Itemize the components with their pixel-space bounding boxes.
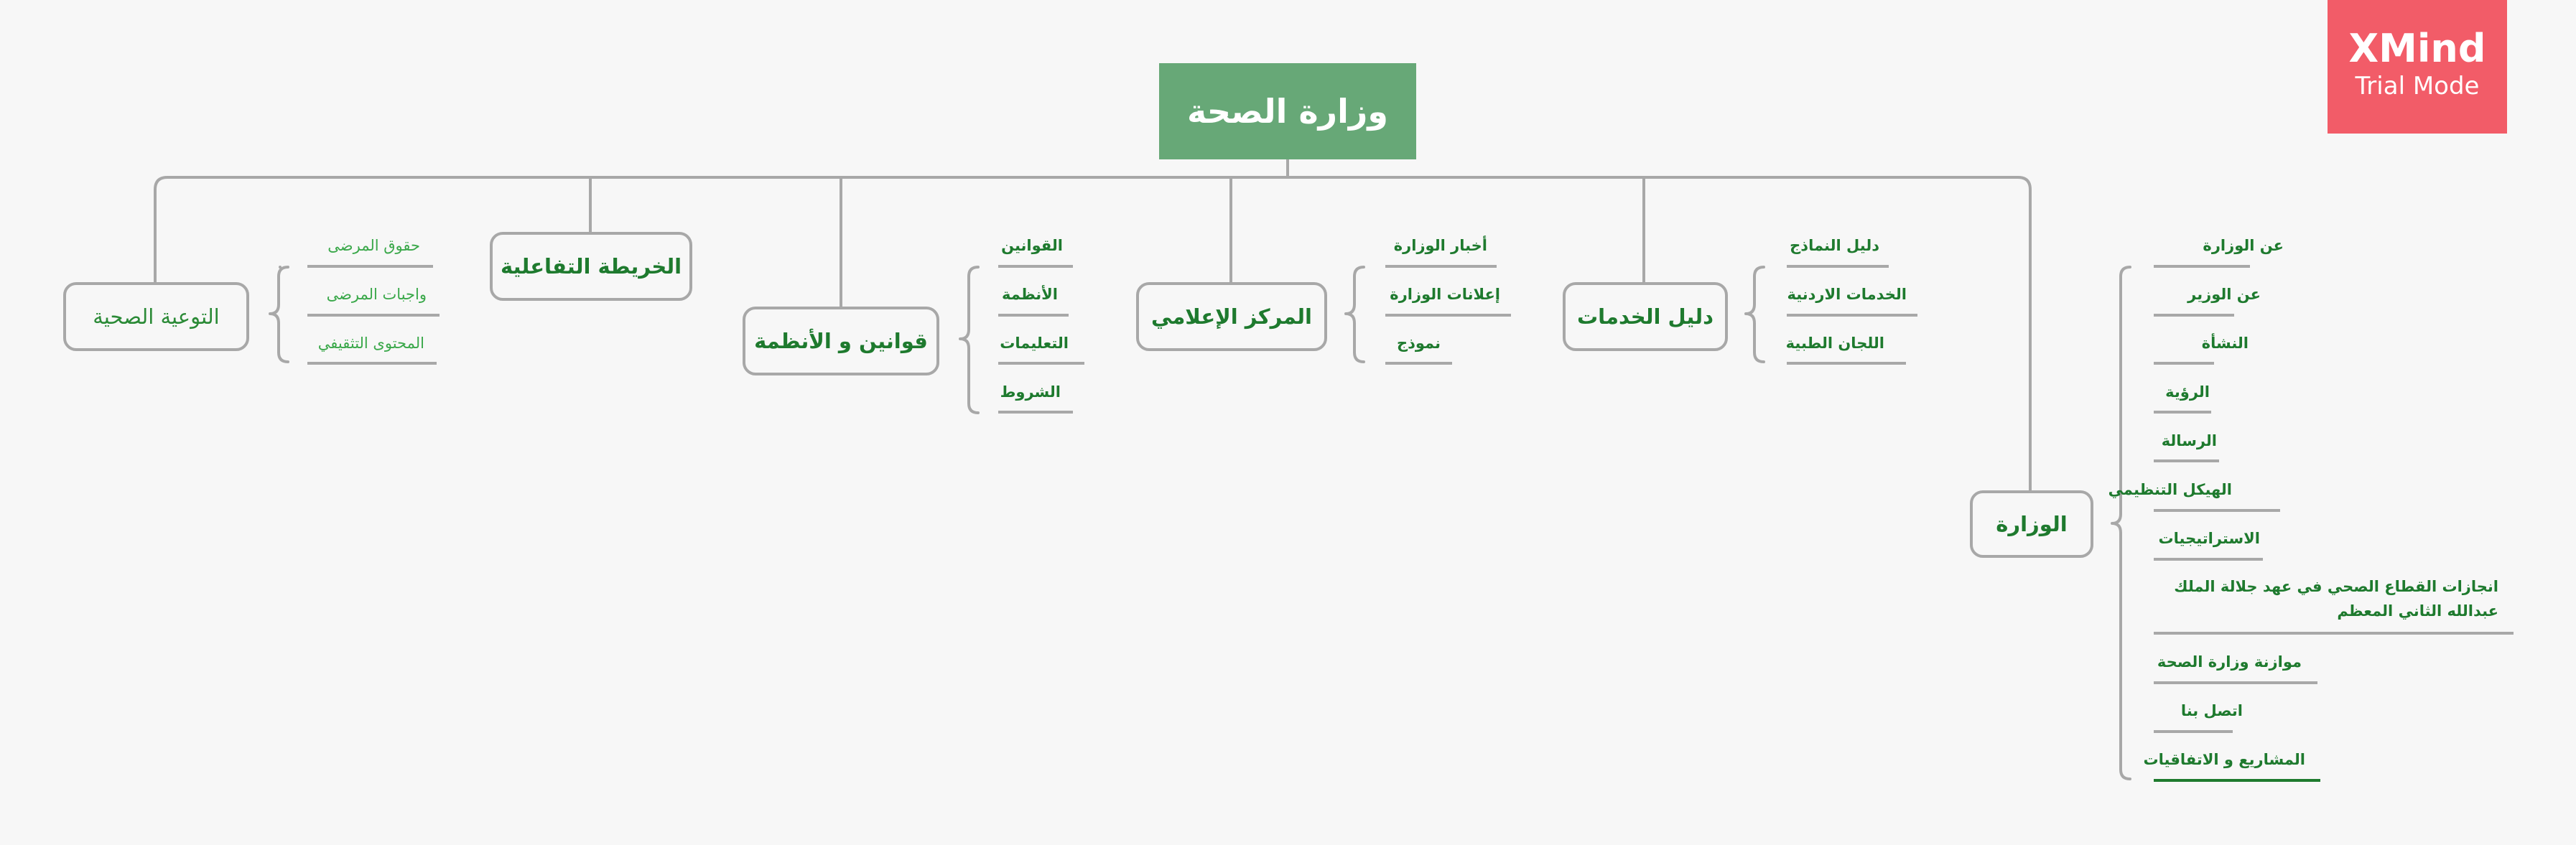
branch-label: الخريطة التفاعلية [500,254,682,279]
trial-badge[interactable]: XMind Trial Mode [2328,0,2507,134]
leaf-underline [998,265,1073,268]
branch-label: المركز الإعلامي [1151,304,1312,329]
leaf-medical-committees[interactable]: اللجان الطبية [1785,335,1884,352]
leaf-underline [2154,314,2234,317]
leaf-about-ministry[interactable]: عن الوزارة [2203,237,2284,254]
leaf-underline [2154,265,2250,268]
branch-label: التوعية الصحية [93,304,220,329]
branch-health-awareness[interactable]: التوعية الصحية [63,282,249,351]
leaf-conditions[interactable]: الشروط [1000,383,1061,401]
leaf-underline [1385,362,1452,365]
branch-services-guide[interactable]: دليل الخدمات [1563,282,1728,351]
leaf-underline [998,362,1084,365]
leaf-underline [1787,265,1889,268]
leaf-forms-guide[interactable]: دليل النماذج [1790,237,1879,254]
leaf-underline-selected [2154,779,2320,782]
leaf-underline [998,314,1069,317]
branch-ministry[interactable]: الوزارة [1970,490,2093,558]
brand-name: XMind [2348,26,2486,71]
branch-label: دليل الخدمات [1576,304,1714,329]
leaf-underline [2154,509,2280,512]
leaf-underline [2154,558,2263,561]
leaf-underline [2154,459,2219,462]
branch-interactive-map[interactable]: الخريطة التفاعلية [490,232,692,301]
leaf-mission[interactable]: الرسالة [2161,432,2217,449]
laws-bracket [959,266,980,414]
branch-laws-regulations[interactable]: قوانين و الأنظمة [743,307,939,375]
leaf-patient-rights[interactable]: حقوق المرضى [327,237,420,254]
main-bus [154,176,2032,492]
trial-mode-label: Trial Mode [2355,72,2480,101]
branch-media-center[interactable]: المركز الإعلامي [1136,282,1327,351]
leaf-underline [1787,362,1906,365]
leaf-underline [998,411,1073,414]
leaf-about-minister[interactable]: عن الوزير [2187,286,2261,303]
leaf-underline [307,265,433,268]
leaf-ministry-announcements[interactable]: إعلانات الوزارة [1390,286,1500,303]
ministry-bracket [2111,266,2131,780]
leaf-underline [307,314,440,317]
leaf-underline [2154,362,2214,365]
leaf-underline [307,362,437,365]
leaf-contact-us[interactable]: اتصل بنا [2180,702,2243,719]
leaf-vision[interactable]: الرؤية [2165,383,2210,401]
leaf-underline [2154,411,2211,414]
leaf-underline [1385,314,1511,317]
services-bracket [1744,266,1765,363]
branch-label: الوزارة [1996,512,2068,536]
root-topic[interactable]: وزارة الصحة [1159,63,1416,159]
leaf-ministry-budget[interactable]: موازنة وزارة الصحة [2157,653,2302,671]
leaf-underline [2154,681,2317,684]
leaf-org-structure[interactable]: الهيكل التنظيمي [2108,481,2232,498]
leaf-form[interactable]: نموذج [1396,335,1441,352]
leaf-jordanian-services[interactable]: الخدمات الاردنية [1787,286,1907,303]
leaf-projects-agreements[interactable]: المشاريع و الاتفاقيات [2143,751,2305,768]
awareness-bracket [269,266,289,363]
leaf-educational-content[interactable]: المحتوى التثقيفي [317,335,424,352]
leaf-underline [1787,314,1917,317]
leaf-underline [1385,265,1497,268]
leaf-underline [2154,730,2233,733]
leaf-achievements[interactable]: انجازات القطاع الصحي في عهد جلالة الملك … [2174,578,2498,620]
branch-label: قوانين و الأنظمة [754,329,928,353]
leaf-history[interactable]: النشأة [2201,335,2249,352]
leaf-ministry-news[interactable]: أخبار الوزارة [1393,237,1487,254]
leaf-underline [2154,632,2514,635]
leaf-strategies[interactable]: الاستراتيجيات [2158,530,2260,547]
leaf-instructions[interactable]: التعليمات [1000,335,1069,352]
leaf-laws[interactable]: القوانين [1001,237,1063,254]
leaf-patient-duties[interactable]: واجبات المرضى [326,286,427,303]
leaf-regulations[interactable]: الأنظمة [1002,286,1058,303]
media-bracket [1344,266,1365,363]
root-title: وزارة الصحة [1187,92,1388,131]
